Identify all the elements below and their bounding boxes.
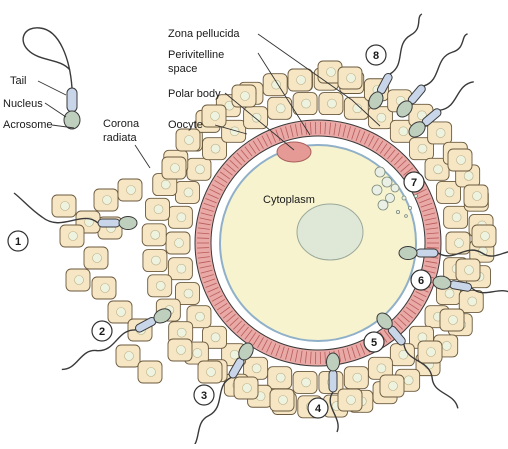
corona-cell (464, 185, 488, 207)
corona-cell (428, 122, 452, 144)
label-perivitelline-line2: space (168, 63, 197, 75)
corona-cell (148, 275, 172, 297)
corona-cell (84, 247, 108, 269)
corona-cell (472, 225, 496, 247)
corona-cell (270, 389, 294, 411)
example-head (64, 111, 80, 129)
corona-cell (232, 85, 256, 107)
corona-cell (116, 345, 140, 367)
label-nucleus: Nucleus (3, 98, 43, 110)
label-zona-pellucida: Zona pellucida (168, 28, 240, 40)
step-number-3: 3 (201, 390, 207, 402)
corona-cell (175, 181, 199, 203)
corona-cell (268, 367, 292, 389)
corona-cell (288, 69, 312, 91)
sperm-anatomy-example (23, 28, 80, 129)
label-corona-line1: Corona (103, 118, 140, 130)
corona-cell (108, 301, 132, 323)
step-number-4: 4 (315, 403, 322, 415)
corona-cell (263, 74, 287, 96)
corona-cell (60, 225, 84, 247)
step-number-7: 7 (411, 177, 417, 189)
corona-cell (456, 259, 480, 281)
sperm-midpiece (98, 219, 120, 227)
corona-cell (66, 269, 90, 291)
zona-striation (197, 238, 209, 239)
label-oocyte: Oocyte (168, 119, 203, 131)
corona-cell (390, 344, 414, 366)
step-number-6: 6 (418, 275, 424, 287)
label-corona-line2: radiata (103, 132, 138, 144)
corona-cell (94, 189, 118, 211)
corona-cell (338, 389, 362, 411)
corona-cell (344, 367, 368, 389)
zona-striation (427, 238, 439, 239)
corona-cell (92, 277, 116, 299)
corona-cell (418, 341, 442, 363)
corona-cell (202, 105, 226, 127)
step-number-5: 5 (371, 337, 377, 349)
corona-cell (52, 195, 76, 217)
corona-cell (338, 67, 362, 89)
corona-cell (187, 158, 211, 180)
zona-striation (427, 248, 439, 249)
corona-cell (162, 157, 186, 179)
sperm-head (399, 247, 417, 260)
corona-cell (459, 290, 483, 312)
label-cytoplasm: Cytoplasm (263, 194, 315, 206)
corona-cell (168, 339, 192, 361)
corona-cell (143, 250, 167, 272)
example-midpiece (67, 88, 77, 112)
sperm-head (327, 353, 340, 371)
sperm-midpiece (416, 249, 438, 257)
step-number-1: 1 (15, 236, 21, 248)
corona-cell (234, 377, 258, 399)
corona-cell (142, 224, 166, 246)
label-perivitelline-line1: Perivitelline (168, 49, 224, 61)
corona-cell (138, 361, 162, 383)
sperm-midpiece (329, 370, 337, 392)
corona-cell (444, 206, 468, 228)
corona-cell (198, 361, 222, 383)
label-acrosome: Acrosome (3, 119, 53, 131)
corona-cell (344, 97, 368, 119)
corona-cell (380, 375, 404, 397)
step-number-8: 8 (373, 50, 379, 62)
corona-cell (440, 309, 464, 331)
corona-cell (293, 371, 317, 393)
step-number-2: 2 (99, 326, 105, 338)
sperm-tail (438, 80, 475, 113)
corona-cell (118, 179, 142, 201)
corona-cell (319, 93, 343, 115)
corona-cell (448, 149, 472, 171)
sperm-tail (422, 32, 470, 88)
corona-cell (293, 93, 317, 115)
label-polar-body: Polar body (168, 88, 221, 100)
oocyte-nucleus (297, 204, 363, 260)
corona-cell (146, 198, 170, 220)
corona-cell (176, 129, 200, 151)
sperm-tail (387, 13, 424, 76)
sperm-step-8b (394, 30, 473, 120)
zona-striation (197, 248, 209, 249)
sperm-head (119, 217, 137, 230)
corona-cell (168, 206, 192, 228)
label-tail: Tail (10, 75, 27, 87)
corona-cell (168, 258, 192, 280)
corona-cell (166, 232, 190, 254)
example-tail (23, 28, 72, 88)
polar-body (277, 142, 311, 162)
